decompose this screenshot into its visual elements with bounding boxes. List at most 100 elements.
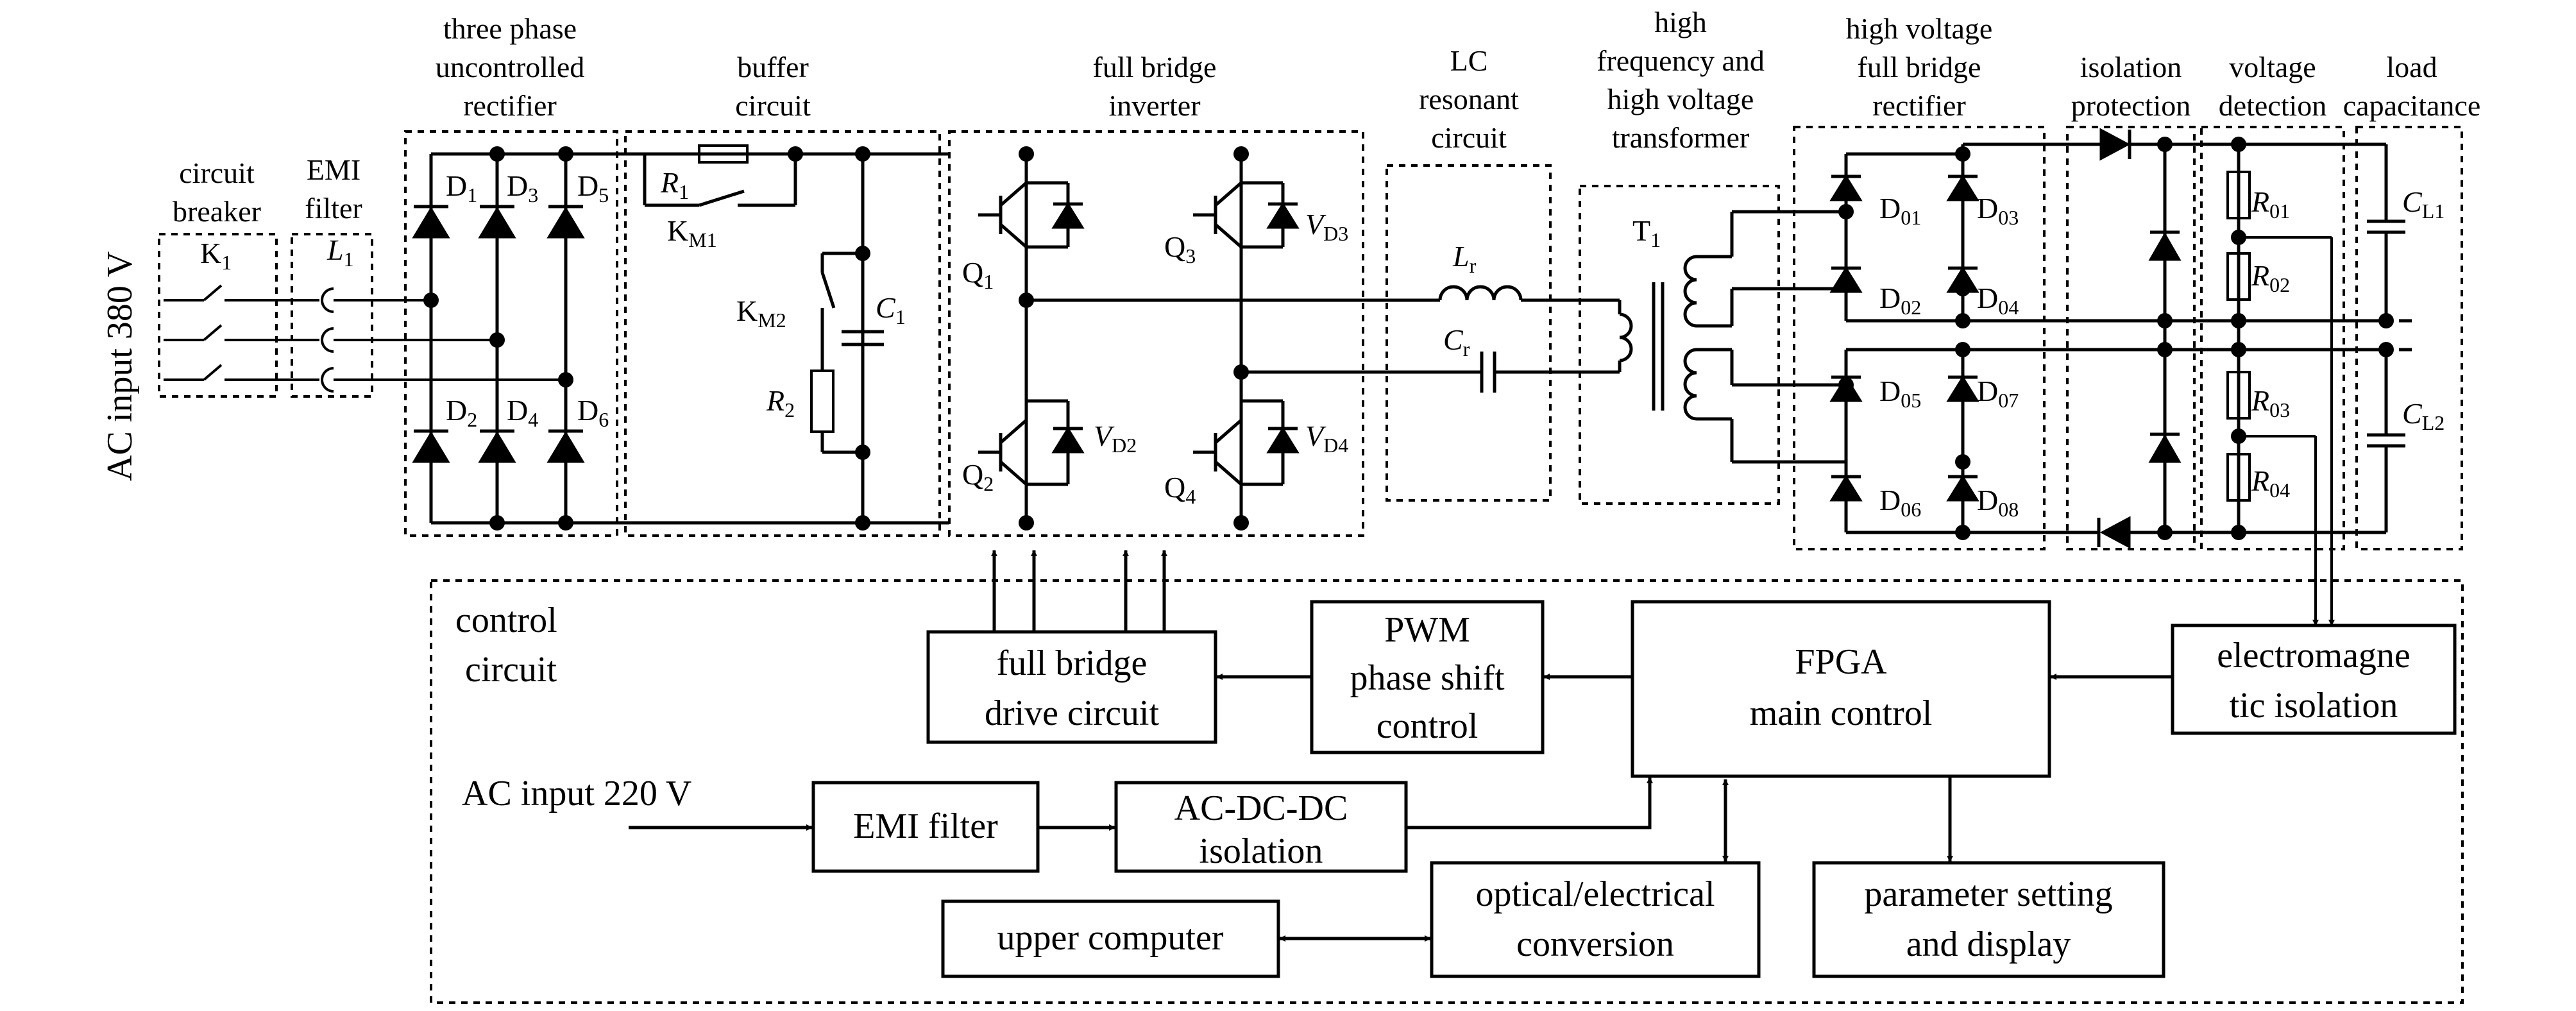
cl2-label: CL2 [2402, 397, 2445, 434]
q1-label: Q1 [962, 256, 994, 293]
d03-label: D03 [1977, 192, 2019, 229]
lc-label-2: resonant [1419, 83, 1519, 115]
hvrect-label-2: full bridge [1858, 51, 1981, 83]
xfmr-label-2: frequency and [1597, 44, 1765, 77]
buffer-label-2: circuit [735, 89, 811, 122]
km1-label: KM1 [667, 214, 717, 251]
cl1-label: CL1 [2402, 185, 2445, 223]
svg-text:parameter setting: parameter setting [1864, 874, 2112, 914]
d08-label: D08 [1977, 484, 2019, 521]
d2-label: D2 [446, 394, 477, 431]
d04-label: D04 [1977, 282, 2019, 319]
xfmr-label-4: transformer [1612, 121, 1750, 154]
fpga-block: FPGA main control [1631, 600, 2051, 778]
voltage-detection: R01 R02 R03 R04 [2226, 137, 2333, 606]
d3-label: D3 [507, 169, 538, 207]
diode-d3 [478, 205, 516, 239]
k1-label: K1 [200, 237, 232, 274]
q3-label: Q3 [1164, 230, 1196, 268]
rectifier-label-2: uncontrolled [436, 51, 585, 83]
q2-label: Q2 [962, 458, 994, 495]
isolation-protection-section [2066, 126, 2196, 550]
transformer-t1: T1 [1618, 210, 1846, 464]
parameter-display-block: parameter setting and display [1812, 861, 2165, 978]
diode-d06 [1829, 475, 1863, 502]
full-bridge-inverter: Q1 Q2 Q3 Q4 VD2 VD3 VD4 [962, 146, 1348, 531]
emi-filter-l1: L1 [321, 234, 566, 393]
svg-text:FPGA: FPGA [1795, 642, 1887, 682]
control-label-1: control [455, 600, 557, 640]
igbt-q4 [1193, 399, 1300, 486]
svg-text:isolation: isolation [1199, 831, 1323, 871]
lc-resonant-section [1385, 164, 1552, 502]
svg-text:upper computer: upper computer [997, 918, 1224, 958]
igbt-q1 [978, 181, 1085, 249]
isolation-label-2: protection [2071, 89, 2191, 122]
lc-resonant-circuit: Lr Cr [1026, 240, 1620, 393]
d1-label: D1 [446, 169, 477, 207]
upper-computer-block: upper computer [941, 899, 1280, 978]
r01-label: R01 [2251, 185, 2290, 223]
d6-label: D6 [577, 394, 609, 431]
circuit-breaker-label-1: circuit [179, 157, 255, 189]
d02-label: D02 [1879, 282, 1921, 319]
ac-input-220-label: AC input 220 V [462, 774, 691, 813]
vdet-label-1: voltage [2229, 51, 2316, 83]
load-capacitance: CL1 CL2 [2367, 144, 2445, 532]
lc-label-1: LC [1450, 44, 1488, 77]
diode-d5 [547, 205, 585, 239]
optical-electrical-block: optical/electrical conversion [1430, 861, 1761, 978]
km2-label: KM2 [736, 294, 786, 332]
load-capacitance-section [2355, 126, 2463, 550]
diode-d1 [412, 205, 450, 239]
cr-label: Cr [1443, 323, 1470, 361]
igbt-q3 [1193, 181, 1300, 249]
signal-arrows [629, 550, 2335, 942]
d05-label: D05 [1879, 375, 1921, 412]
vd4-label: VD4 [1305, 420, 1348, 457]
r04-label: R04 [2251, 464, 2290, 502]
lc-label-3: circuit [1431, 121, 1507, 154]
d07-label: D07 [1977, 375, 2019, 412]
d5-label: D5 [577, 169, 609, 207]
q4-label: Q4 [1164, 471, 1196, 508]
acdcdc-block: AC-DC-DC isolation [1114, 781, 1408, 873]
transformer-section [1579, 185, 1780, 505]
svg-text:phase shift: phase shift [1350, 658, 1505, 698]
lr-label: Lr [1452, 240, 1477, 277]
xfmr-label-3: high voltage [1607, 83, 1754, 115]
isolation-protection [1963, 128, 2386, 549]
svg-text:electromagne: electromagne [2217, 636, 2411, 675]
hv-full-bridge-rectifier: D01 D02 D03 D04 D05 D06 D07 D08 [1829, 144, 2019, 540]
buffer-label-1: buffer [737, 51, 809, 83]
svg-text:tic isolation: tic isolation [2230, 686, 2398, 726]
emi-label-1: EMI [307, 153, 360, 186]
svg-text:control: control [1377, 706, 1479, 746]
diode-d6 [547, 429, 585, 463]
c1-label: C1 [876, 291, 906, 328]
xfmr-label-1: high [1654, 6, 1707, 38]
pwm-block: PWM phase shift control [1310, 600, 1545, 754]
emi-filter-block: EMI filter [811, 781, 1040, 873]
diode-d07 [1946, 375, 1979, 402]
svg-text:PWM: PWM [1384, 610, 1470, 650]
d4-label: D4 [507, 394, 538, 431]
svg-text:drive circuit: drive circuit [985, 693, 1160, 733]
inverter-label-1: full bridge [1093, 51, 1217, 83]
vdet-label-2: detection [2219, 89, 2327, 122]
rectifier-label-3: rectifier [463, 89, 557, 122]
r03-label: R03 [2251, 384, 2290, 421]
vd2-label: VD2 [1094, 420, 1137, 457]
three-phase-rectifier: D1 D3 D5 D2 D4 D6 [412, 146, 949, 531]
control-circuit-section [430, 579, 2464, 1004]
vd3-label: VD3 [1305, 208, 1348, 245]
ac-input-380-label: AC input 380 V [100, 251, 140, 481]
buffer-circuit: R1 KM1 KM2 C1 R2 [643, 144, 906, 531]
control-label-2: circuit [465, 650, 557, 690]
diode-d08 [1946, 475, 1979, 502]
hv-rectifier-section [1793, 126, 2046, 550]
svg-text:full bridge: full bridge [997, 643, 1148, 683]
d06-label: D06 [1879, 484, 1921, 521]
